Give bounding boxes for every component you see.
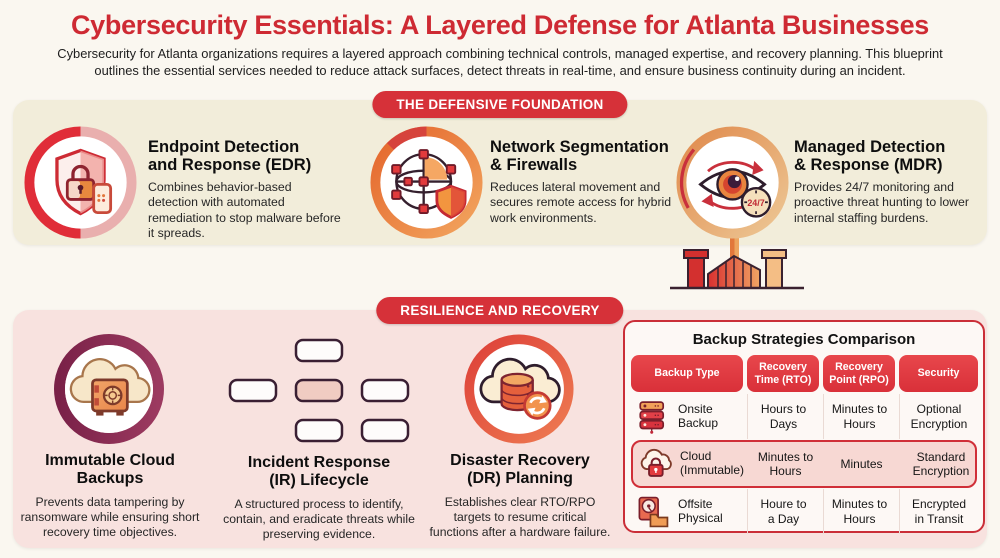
badge-24-7: 24/7 [747, 198, 764, 208]
card-dr-title: Disaster Recovery(DR) Planning [450, 452, 590, 488]
cloud-lock-icon [640, 448, 672, 477]
cell-offsite-rpo: Minutes to Hours [823, 489, 895, 534]
disk-folder-icon [638, 496, 669, 527]
cell-cloud-rpo: Minutes [840, 456, 883, 471]
page-subtitle: Cybersecurity for Atlanta organizations … [57, 46, 943, 79]
server-stack-icon [639, 400, 665, 434]
header-security: Security [899, 355, 978, 392]
banner-defensive-foundation: THE DEFENSIVE FOUNDATION [372, 91, 628, 118]
cell-onsite-rpo: Minutes to Hours [823, 394, 895, 439]
cloud-vault-icon [54, 334, 164, 444]
shield-lock-endpoint-icon [24, 126, 137, 239]
cell-onsite-rto: Hours to Days [747, 394, 819, 439]
incident-flowchart-icon [228, 338, 410, 443]
card-mdr-title: Managed Detection& Response (MDR) [794, 138, 946, 175]
cell-offsite-type: Offsite Physical [631, 489, 743, 534]
banner-resilience-recovery: RESILIENCE AND RECOVERY [376, 297, 624, 324]
table-row-onsite: Onsite Backup Hours to Days Minutes to H… [631, 394, 977, 439]
cell-offsite-rto: Houre to a Day [747, 489, 819, 534]
card-immutable-description: Prevents data tampering by ransomware wh… [20, 494, 200, 540]
section-defensive-foundation [13, 100, 987, 245]
card-mdr-description: Provides 24/7 monitoring and proactive t… [794, 179, 969, 225]
cloud-database-sync-icon [464, 334, 574, 444]
table-row-offsite: Offsite Physical Houre to a Day Minutes … [631, 489, 977, 534]
cell-cloud-type: Cloud (Immutable) [633, 442, 745, 486]
card-dr-planning: Disaster Recovery(DR) Planning Establish… [428, 452, 612, 540]
cell-cloud-rto: Minutes to Hours [757, 449, 814, 478]
cell-offsite-security: Encrypted in Transit [899, 489, 978, 534]
card-ir-lifecycle: Incident Response(IR) Lifecycle A struct… [222, 454, 416, 542]
card-network-description: Reduces lateral movement and secures rem… [490, 179, 672, 225]
atlanta-skyline-graphic [670, 236, 804, 290]
network-segmentation-icon [370, 126, 483, 239]
card-network: Network Segmentation& Firewalls Reduces … [490, 138, 690, 226]
card-ir-description: A structured process to identify, contai… [223, 496, 415, 542]
card-mdr: Managed Detection& Response (MDR) Provid… [794, 138, 988, 226]
table-row-cloud-immutable-highlighted: Cloud (Immutable) Minutes to Hours Minut… [631, 440, 977, 488]
card-network-title: Network Segmentation& Firewalls [490, 138, 669, 175]
monitoring-eye-icon: 24/7 [676, 126, 789, 239]
cell-cloud-security: Standard Encryption [912, 449, 970, 478]
card-edr-description: Combines behavior-based detection with a… [148, 179, 341, 241]
backup-comparison-table: Backup Strategies Comparison Backup Type… [623, 320, 985, 534]
header-recovery-time: Recovery Time (RTO) [747, 355, 819, 392]
card-ir-title: Incident Response(IR) Lifecycle [247, 454, 391, 490]
header-backup-type: Backup Type [631, 355, 743, 392]
cell-onsite-type: Onsite Backup [631, 394, 743, 439]
table-header-row: Backup Type Recovery Time (RTO) Recovery… [631, 355, 978, 392]
header-recovery-point: Recovery Point (RPO) [823, 355, 895, 392]
table-body: Onsite Backup Hours to Days Minutes to H… [631, 394, 977, 534]
card-dr-description: Establishes clear RTO/RPO targets to res… [429, 494, 611, 540]
cell-onsite-security: Optional Encryption [899, 394, 978, 439]
table-title: Backup Strategies Comparison [692, 331, 916, 348]
page-title: Cybersecurity Essentials: A Layered Defe… [70, 10, 930, 40]
